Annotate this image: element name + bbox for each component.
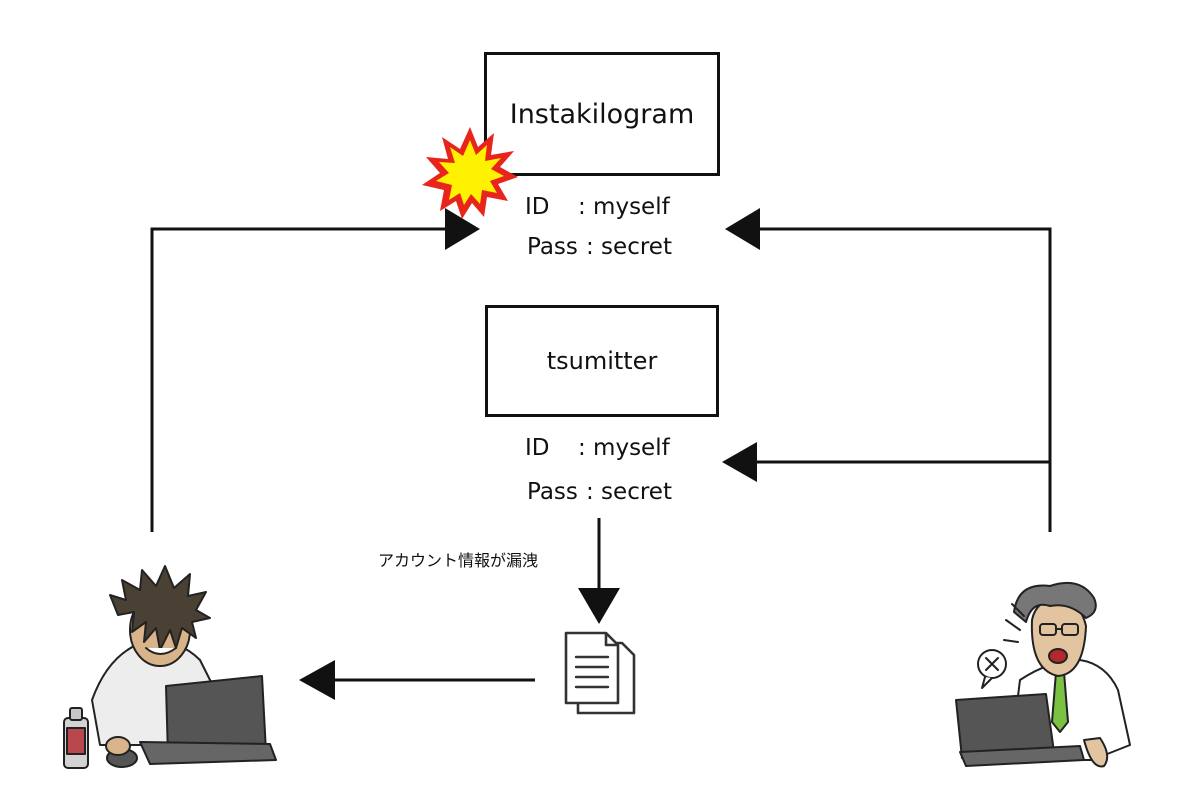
attacker-illustration: [63, 565, 277, 769]
leak-label: アカウント情報が漏洩: [378, 551, 539, 570]
arrowhead-into-tsumitter: [722, 442, 757, 482]
arrowhead-into-insta-right: [725, 208, 760, 250]
victim-to-insta-line: [760, 227, 1052, 532]
document-icon: [564, 631, 636, 715]
service-box-instakilogram: Instakilogram: [484, 52, 720, 176]
insta-pass-label: Pass: [527, 234, 578, 260]
connectors: [150, 227, 1052, 682]
insta-id-value: : myself: [578, 194, 670, 220]
arrowhead-to-attacker: [299, 660, 335, 700]
tsumitter-id-value: : myself: [578, 435, 670, 461]
tsumitter-pass-value: : secret: [586, 479, 672, 505]
victim-illustration: [955, 582, 1131, 768]
service-box-tsumitter: tsumitter: [485, 305, 719, 417]
tsumitter-pass-label: Pass: [527, 479, 578, 505]
explosion-icon: [422, 127, 518, 219]
arrowhead-into-insta-left: [445, 208, 480, 250]
tsumitter-id-label: ID: [525, 435, 550, 461]
arrowhead-leak-down: [578, 588, 620, 624]
insta-id-label: ID: [525, 194, 550, 220]
service-name-instakilogram: Instakilogram: [509, 98, 695, 130]
service-name-tsumitter: tsumitter: [546, 347, 658, 375]
insta-pass-value: : secret: [586, 234, 672, 260]
attacker-to-insta-line: [150, 227, 445, 532]
